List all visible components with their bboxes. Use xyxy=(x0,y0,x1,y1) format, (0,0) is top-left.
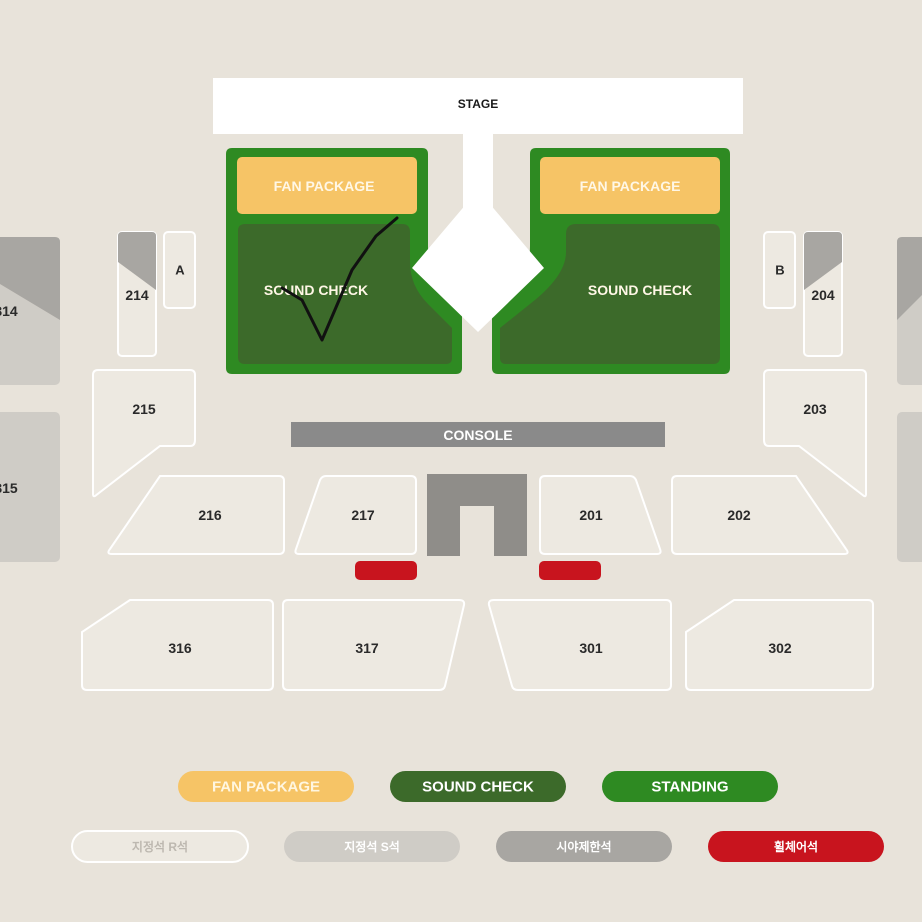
legend-reserved-s: 지정석 S석 xyxy=(284,831,460,862)
wheelchair-area-right[interactable] xyxy=(539,561,601,580)
section-217[interactable]: 217 xyxy=(294,475,417,555)
section-202[interactable]: 202 xyxy=(671,475,849,555)
legend-reserved-s-label: 지정석 S석 xyxy=(344,839,400,854)
check-mark-icon xyxy=(280,216,399,342)
section-314[interactable]: 314 xyxy=(0,237,60,385)
section-215[interactable]: 215 xyxy=(92,369,196,498)
block-b-label: B xyxy=(775,263,784,278)
section-315[interactable]: 315 xyxy=(0,412,60,562)
section-far-right-lower[interactable] xyxy=(897,412,922,562)
legend: FAN PACKAGE SOUND CHECK STANDING 지정석 R석 … xyxy=(71,771,884,863)
legend-limited-view-label: 시야제한석 xyxy=(556,839,611,854)
block-b[interactable]: B xyxy=(763,231,796,309)
section-216[interactable]: 216 xyxy=(107,475,285,555)
section-214[interactable]: 214 xyxy=(117,231,157,357)
section-316-label: 316 xyxy=(168,640,192,656)
legend-wheelchair-label: 휠체어석 xyxy=(774,839,818,854)
section-far-right-upper-limited xyxy=(897,237,922,320)
legend-reserved-r: 지정석 R석 xyxy=(71,830,249,863)
legend-limited-view: 시야제한석 xyxy=(496,831,672,862)
legend-fan-package-label: FAN PACKAGE xyxy=(212,779,320,796)
block-a[interactable]: A xyxy=(163,231,196,309)
legend-reserved-r-label: 지정석 R석 xyxy=(132,839,188,854)
runway-diamond xyxy=(412,190,544,332)
section-302[interactable]: 302 xyxy=(685,599,874,691)
section-316[interactable]: 316 xyxy=(81,599,274,691)
stage-label: STAGE xyxy=(458,97,498,111)
fan-package-right[interactable] xyxy=(540,157,720,214)
fan-package-right-label: FAN PACKAGE xyxy=(580,178,681,194)
sound-check-right-label: SOUND CHECK xyxy=(588,282,692,298)
fan-package-left[interactable] xyxy=(237,157,417,214)
legend-sound-check-label: SOUND CHECK xyxy=(422,779,534,796)
console: CONSOLE xyxy=(291,422,665,447)
section-302-label: 302 xyxy=(768,640,792,656)
section-314-limited xyxy=(0,237,60,320)
section-202-label: 202 xyxy=(727,507,751,523)
section-214-label: 214 xyxy=(125,287,149,303)
section-204[interactable]: 204 xyxy=(803,231,843,357)
section-315-label: 315 xyxy=(0,480,18,496)
section-314-label: 314 xyxy=(0,303,18,319)
console-label: CONSOLE xyxy=(443,427,512,443)
mixing-booth xyxy=(427,474,527,556)
sound-check-right[interactable] xyxy=(500,224,720,364)
legend-standing: STANDING xyxy=(602,771,778,802)
sound-check-left[interactable] xyxy=(238,224,452,364)
section-317-label: 317 xyxy=(355,640,379,656)
fan-package-left-label: FAN PACKAGE xyxy=(274,178,375,194)
legend-sound-check: SOUND CHECK xyxy=(390,771,566,802)
section-201-label: 201 xyxy=(579,507,603,523)
section-317[interactable]: 317 xyxy=(282,599,466,691)
wheelchair-area-left[interactable] xyxy=(355,561,417,580)
section-217-label: 217 xyxy=(351,507,375,523)
legend-fan-package: FAN PACKAGE xyxy=(178,771,354,802)
legend-standing-label: STANDING xyxy=(651,779,728,796)
section-216-label: 216 xyxy=(198,507,222,523)
section-214-limited xyxy=(118,232,156,290)
section-204-limited xyxy=(804,232,842,290)
stage-main xyxy=(213,78,743,134)
section-301[interactable]: 301 xyxy=(487,599,672,691)
section-301-label: 301 xyxy=(579,640,603,656)
section-203-label: 203 xyxy=(803,401,827,417)
section-201[interactable]: 201 xyxy=(539,475,662,555)
stage: STAGE xyxy=(213,78,743,134)
section-204-label: 204 xyxy=(811,287,835,303)
standing-zone-right[interactable]: FAN PACKAGE SOUND CHECK xyxy=(492,148,730,374)
section-203[interactable]: 203 xyxy=(763,369,867,498)
sound-check-left-label: SOUND CHECK xyxy=(264,282,368,298)
block-a-label: A xyxy=(175,263,185,278)
runway xyxy=(412,132,544,332)
legend-wheelchair: 휠체어석 xyxy=(708,831,884,862)
section-215-label: 215 xyxy=(132,401,156,417)
